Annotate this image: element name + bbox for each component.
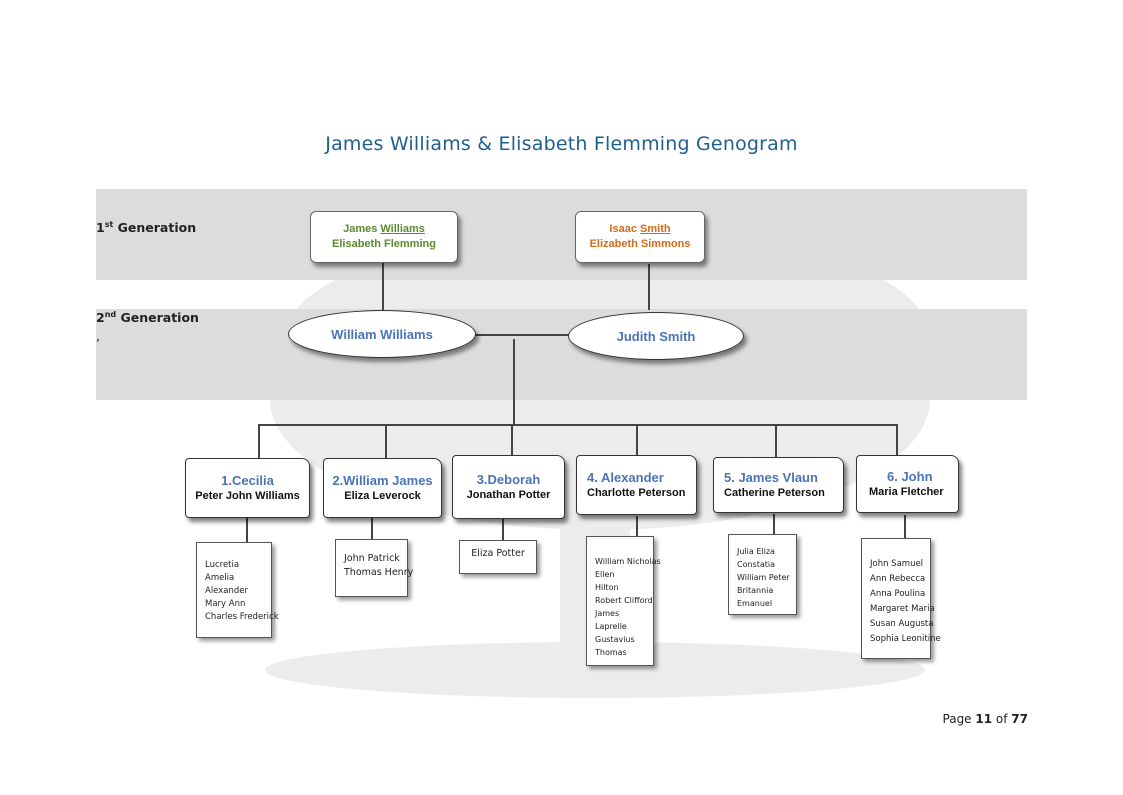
child-drop-5 [775,424,777,457]
grandchildren-list-4: William Nicholas Ellen Hilton Robert Cli… [586,536,661,666]
child-box-1: 1.Cecilia Peter John Williams [185,458,310,518]
list-item: Constatia [737,560,776,569]
grandchildren-list-6: John Samuel Ann Rebecca Anna Poulina Mar… [861,538,941,659]
connector-left-parents [382,262,384,310]
couple-box-james-williams: James Williams Elisabeth Flemming [310,211,458,263]
genogram-title: James Williams & Elisabeth Flemming Geno… [325,133,798,155]
child-spouse: Maria Fletcher [869,486,944,498]
grandchildren-list-5: Julia Eliza Constatia William Peter Brit… [728,534,797,615]
list-item: Susan Augusta [870,619,934,629]
list-item: Amelia [205,573,235,583]
list-item: Ellen [595,570,615,579]
list-item: Margaret Maria [870,604,935,614]
child-spouse: Charlotte Peterson [587,487,686,499]
second-generation-band [96,309,1027,400]
marriage-line [474,334,570,336]
child-box-3: 3.Deborah Jonathan Potter [452,455,565,519]
list-item: Laprelle [595,622,627,631]
child-drop-6 [896,424,898,455]
child-spouse: Peter John Williams [195,490,300,502]
list-item: Ann Rebecca [870,574,926,584]
couple-wife: Elizabeth Simmons [589,238,691,250]
sibling-line [258,424,897,426]
list-item: Sophia Leonitine [870,634,941,644]
grandchild-drop-5 [773,514,775,534]
list-item: Thomas Henry [344,567,414,578]
couple-husband: James Williams [343,223,425,235]
page-number: Page 11 of 77 [942,712,1028,726]
child-box-2: 2.William James Eliza Leverock [323,458,442,518]
list-item: Hilton [595,583,619,592]
first-generation-label: 1st Generation [96,220,197,236]
child-spouse: Jonathan Potter [466,489,551,501]
list-item: John Samuel [870,559,924,569]
person-william-williams: William Williams [288,310,476,358]
person-judith-smith: Judith Smith [568,312,744,360]
list-item: Lucretia [205,560,240,570]
stray-mark: ’ [96,336,100,351]
child-spouse: Eliza Leverock [344,490,421,502]
child-name: 2.William James [332,473,433,488]
child-drop-2 [385,424,387,458]
grandchild-drop-1 [246,518,248,542]
descent-line [513,339,515,424]
child-box-5: 5. James Vlaun Catherine Peterson [713,457,844,513]
grandchild-drop-2 [371,518,373,539]
list-item: Anna Poulina [870,589,926,599]
list-item: Alexander [205,586,249,596]
couple-wife: Elisabeth Flemming [332,238,436,250]
list-item: Eliza Potter [471,548,525,559]
child-drop-1 [258,424,260,458]
grandchildren-list-2: John Patrick Thomas Henry [335,539,414,597]
grandchildren-list-1: Lucretia Amelia Alexander Mary Ann Charl… [196,542,279,638]
list-item: William Peter [737,573,790,582]
list-item: Charles Frederick [205,612,279,622]
list-item: Emanuel [737,599,773,608]
first-generation-band [96,189,1027,280]
child-name: 6. John [887,469,933,484]
list-item: Julia Eliza [737,547,775,556]
grandchild-drop-3 [502,519,504,540]
list-item: Mary Ann [205,599,246,609]
couple-box-isaac-smith: Isaac Smith Elizabeth Simmons [575,211,705,263]
list-item: James [595,609,620,618]
grandchildren-list-3: Eliza Potter [459,540,537,574]
child-drop-4 [636,424,638,455]
child-box-4: 4. Alexander Charlotte Peterson [576,455,697,515]
child-name: 4. Alexander [587,470,664,485]
list-item: William Nicholas [595,557,661,566]
grandchild-drop-4 [636,516,638,536]
list-item: Britannia [737,586,774,595]
list-item: Robert Clifford [595,596,653,605]
grandchild-drop-6 [904,515,906,538]
child-box-6: 6. John Maria Fletcher [856,455,959,513]
child-drop-3 [511,424,513,455]
couple-husband: Isaac Smith [609,223,671,235]
connector-right-parents [648,264,650,310]
list-item: Gustavius [595,635,635,644]
list-item: John Patrick [344,553,400,564]
list-item: Thomas [595,648,627,657]
second-generation-label: 2nd Generation [96,310,199,326]
child-name: 3.Deborah [476,472,541,487]
child-spouse: Catherine Peterson [724,487,825,499]
child-name: 5. James Vlaun [724,470,818,485]
child-name: 1.Cecilia [221,473,274,488]
